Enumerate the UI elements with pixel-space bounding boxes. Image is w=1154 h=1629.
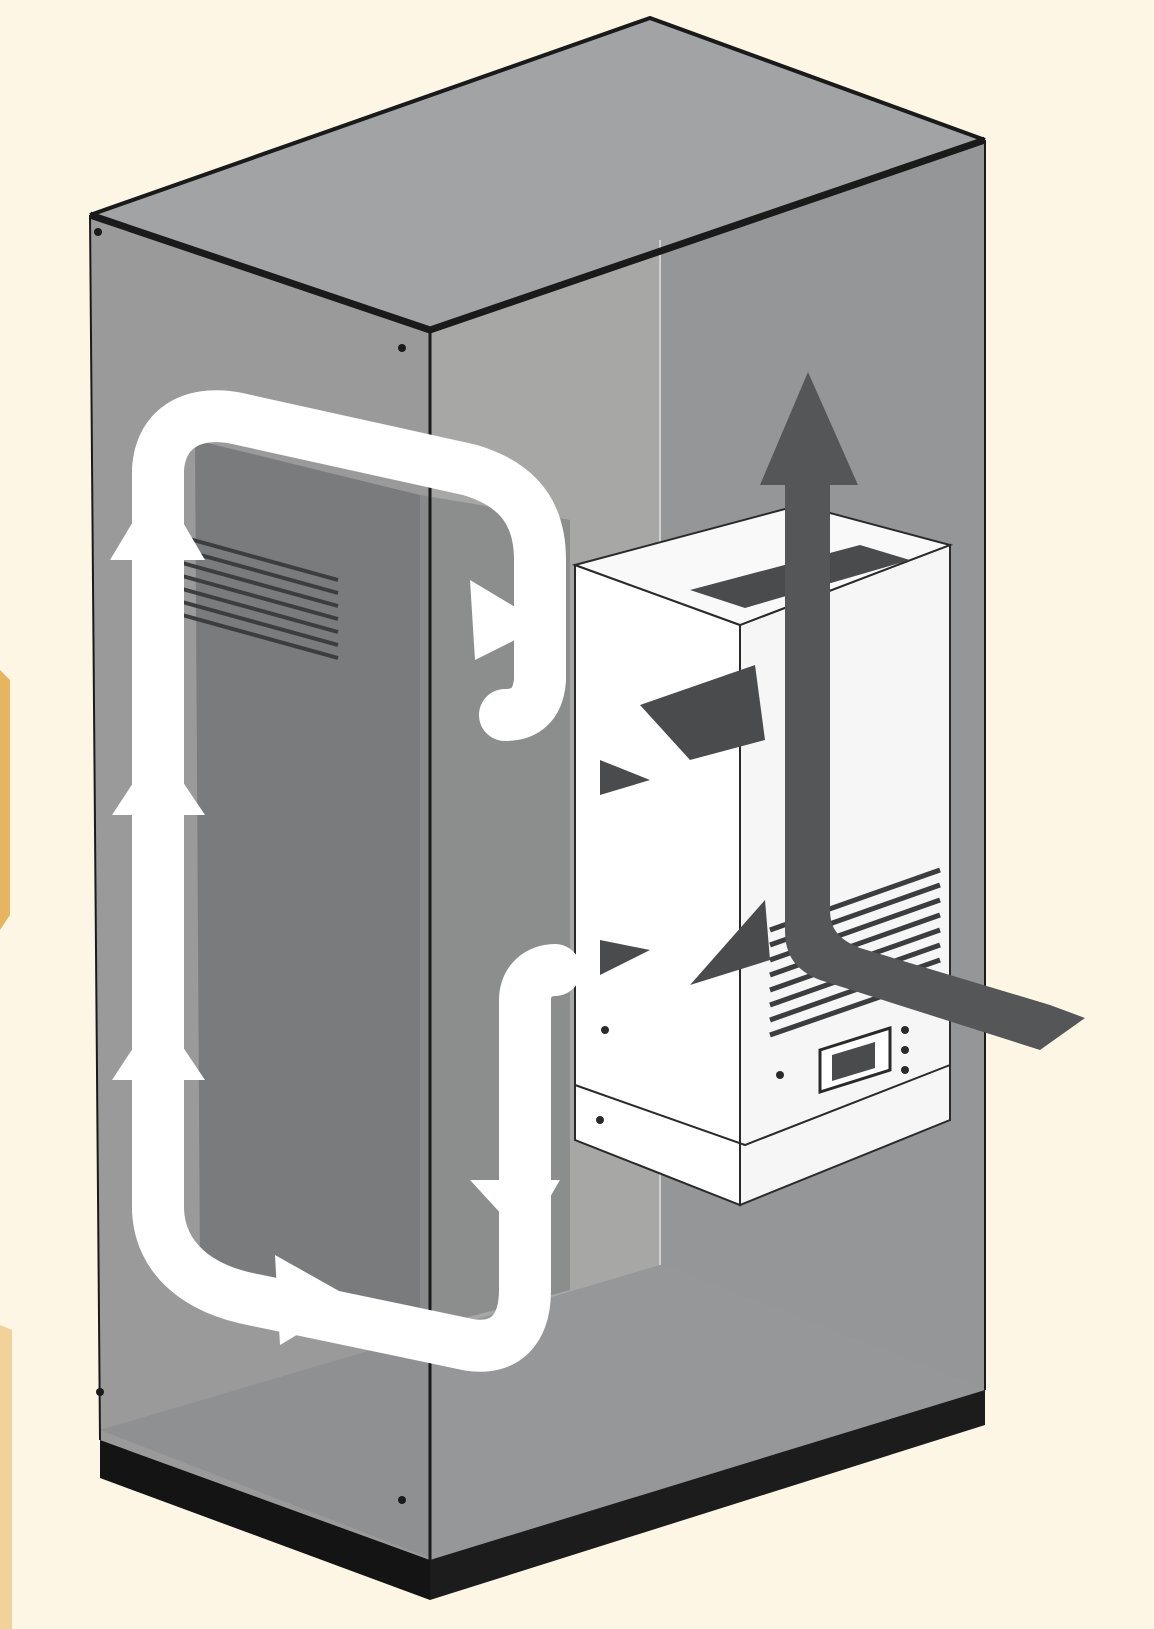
cooling-unit — [575, 505, 950, 1205]
cooling-unit-front — [575, 565, 740, 1205]
hinge-dot-top — [398, 344, 406, 352]
corner-dot-left-bottom — [96, 1388, 104, 1396]
accent-tab-lower — [0, 1325, 12, 1629]
accent-tabs — [0, 670, 12, 1629]
accent-tab-upper — [0, 670, 10, 930]
corner-dot-left — [94, 228, 102, 236]
hinge-dot-bottom — [398, 1496, 406, 1504]
